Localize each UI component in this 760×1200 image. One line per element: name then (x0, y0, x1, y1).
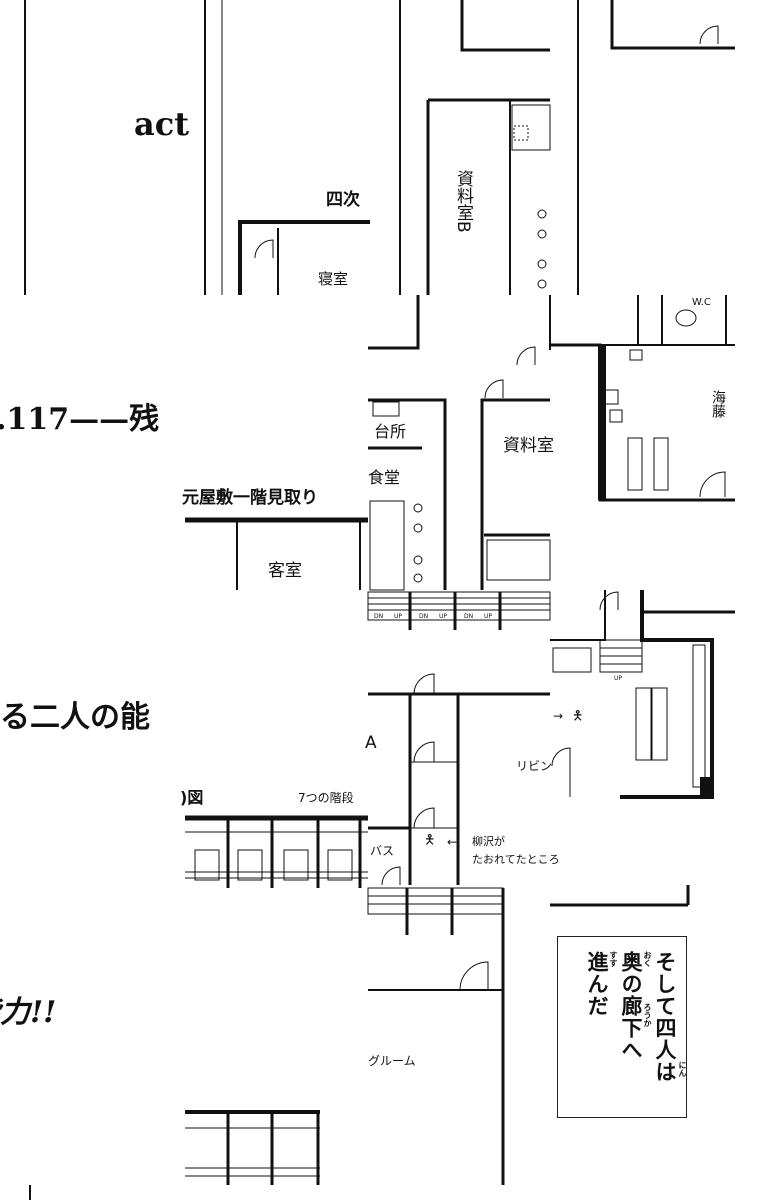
stairs-up-label: UP (614, 675, 623, 682)
act-heading: act (134, 105, 189, 143)
label-kitchen: 台所 (374, 422, 407, 441)
caption-ruby-susu: すす (609, 951, 618, 967)
caption-line-3: 進んだ (585, 951, 609, 1017)
plan-tile-top-right (577, 0, 735, 295)
chapter-subtitle-end: 能力!! (0, 995, 57, 1030)
plan-tile-bottom (368, 888, 505, 1185)
plan-tile-right-upper (550, 295, 735, 502)
person-marker-icon: 🯅 (572, 709, 584, 724)
plan-tile-left-middle (185, 517, 368, 590)
stairs-dn-label: DN (464, 613, 474, 620)
plan-tile-left-lower (185, 815, 368, 888)
arrow-right-icon: → (553, 709, 564, 723)
stairs-up-label: UP (484, 613, 493, 620)
caption-ruby-oku: おく (643, 951, 652, 967)
arrow-left-icon: ← (447, 835, 458, 849)
caption-box: そして四人は にん 奥の廊下へ おく ろうか 進んだ すす (557, 936, 687, 1118)
label-room-a: A (365, 733, 377, 753)
stairs-up-label: UP (439, 613, 448, 620)
plan-tile-living (550, 590, 735, 907)
stairs-row-upper (367, 591, 551, 630)
caption-line-2: 奥の廊下へ (619, 951, 643, 1061)
plan-title: 元屋敷一階見取り (182, 488, 318, 508)
plan-tile-center (368, 295, 551, 591)
plan-tile-top-middle (399, 0, 551, 295)
label-dining-room: グルーム (368, 1054, 416, 1068)
chapter-subtitle-line: る二人の能 (0, 700, 150, 735)
label-guest-room: 客室 (268, 561, 302, 581)
stairs-up-label: UP (394, 613, 403, 620)
stairs-dn-label: DN (374, 613, 384, 620)
label-kaito: 海藤 (710, 390, 726, 418)
label-wc: W.C (692, 297, 711, 308)
stairs-row-lower (367, 887, 504, 935)
label-seven-stairs: 7つの階段 (298, 791, 354, 805)
label-bath: バス (370, 844, 395, 858)
note-yanagisawa-1: 柳沢が (472, 835, 505, 848)
plan-tile-bottom-left (29, 1110, 320, 1200)
label-archive: 資料室 (503, 436, 554, 456)
label-living: リビン (516, 759, 553, 773)
stairs-dn-label: DN (419, 613, 429, 620)
chapter-title: .117——残 (0, 402, 160, 437)
caption-ruby-nin: にん (678, 1061, 687, 1077)
label-zu: )図 (180, 788, 204, 807)
caption-ruby-rouka: ろうか (643, 1003, 652, 1027)
caption-line-1: そして四人は (653, 951, 677, 1083)
plan-tile-top-left (24, 0, 370, 295)
note-yanagisawa-2: たおれてたところ (472, 853, 560, 866)
label-bedroom: 寝室 (318, 270, 349, 288)
person-marker-icon: 🯅 (424, 833, 436, 848)
label-yonji: 四次 (326, 190, 360, 210)
label-dining: 食堂 (368, 468, 401, 487)
plan-tile-corridor (368, 673, 550, 886)
label-archive-b: 資料室B (453, 170, 473, 233)
